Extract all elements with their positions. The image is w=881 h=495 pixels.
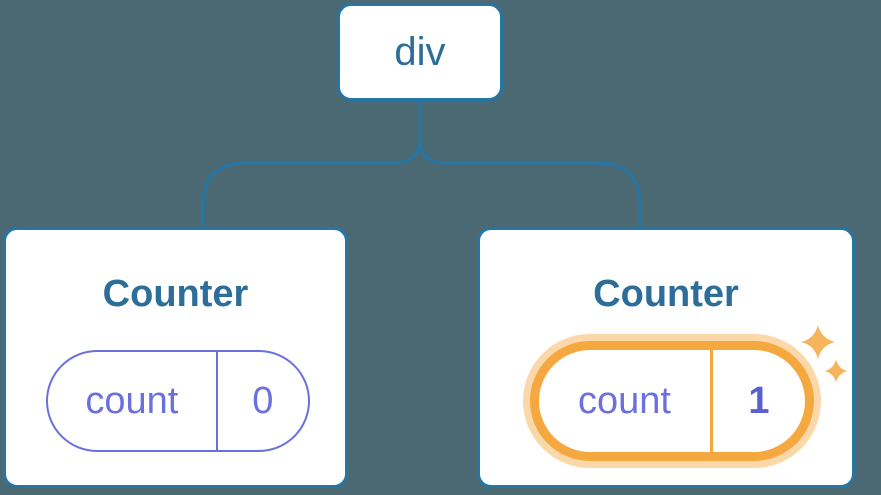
sparkle-small	[824, 359, 848, 383]
counter-left-state-pill: count 0	[46, 350, 310, 452]
counter-card-right-title: Counter	[593, 272, 739, 315]
state-key-label: count	[539, 350, 713, 452]
sparkle-large	[801, 325, 835, 359]
connector-branch-right	[418, 137, 642, 228]
counter-card-right: Counter count 1	[477, 227, 855, 488]
root-node-div: div	[337, 3, 503, 101]
counter-right-state-pill-highlighted: count 1	[530, 341, 814, 461]
counter-card-left-title: Counter	[102, 272, 249, 315]
state-value: 0	[252, 379, 274, 422]
state-key-label: count	[48, 352, 218, 450]
root-node-label: div	[394, 29, 446, 74]
connector-branch-left	[201, 101, 422, 228]
state-value-updated: 1	[748, 379, 770, 422]
counter-card-left: Counter count 0	[3, 227, 348, 488]
